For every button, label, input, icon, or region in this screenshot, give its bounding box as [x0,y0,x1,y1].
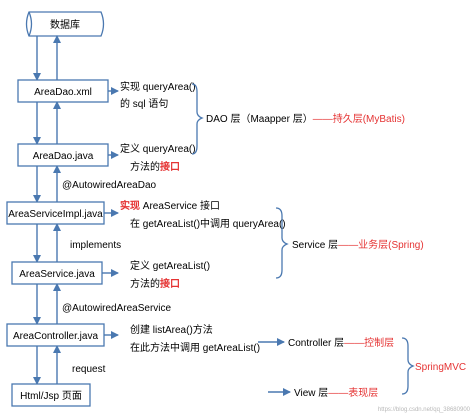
svg-text:AreaController.java: AreaController.java [13,331,98,342]
svg-text:AreaDao.java: AreaDao.java [33,151,94,162]
layer-dao: DAO 层（Maapper 层）——持久层(MyBatis) [206,112,405,125]
svg-text:AreaService.java: AreaService.java [19,269,95,280]
note-service: 定义 getAreaList() 方法的接口 [130,259,210,290]
node-area-service-impl: AreaServiceImpl.java [6,201,105,225]
svg-text:定义 queryArea(): 定义 queryArea() [120,142,196,155]
node-area-controller: AreaController.java [6,323,105,347]
layer-view: View 层——表现层 [294,386,378,399]
svg-text:Html/Jsp 页面: Html/Jsp 页面 [20,390,82,402]
annotation-autowired-dao: @AutowiredAreaDao [62,180,157,191]
layer-service: Service 层——业务层(Spring) [292,238,424,251]
note-controller: 创建 listArea()方法 在此方法中调用 getAreaList() [130,323,260,354]
svg-text:实现 queryArea(): 实现 queryArea() [120,80,196,93]
svg-text:方法的接口: 方法的接口 [130,160,180,173]
annotation-request: request [72,364,106,375]
flow-arrows [33,35,61,385]
layer-springmvc: SpringMVC [415,362,466,373]
svg-text:创建 listArea()方法: 创建 listArea()方法 [130,323,213,336]
brace-dao [191,83,204,155]
layer-controller: Controller 层——控制层 [288,336,394,349]
node-area-dao-xml: AreaDao.xml [17,79,109,103]
note-dao-xml: 实现 queryArea() 的 sql 语句 [120,80,196,110]
watermark: https://blog.csdn.net/qq_38680900 [378,407,471,413]
note-service-impl: 实现 AreaService 接口 在 getAreaList()中调用 que… [120,199,286,230]
brace-service [275,207,289,279]
svg-text:AreaServiceImpl.java: AreaServiceImpl.java [8,209,103,220]
node-area-dao-java: AreaDao.java [17,143,109,167]
svg-text:定义 getAreaList(): 定义 getAreaList() [130,259,210,272]
svg-text:方法的接口: 方法的接口 [130,277,180,290]
svg-text:的 sql 语句: 的 sql 语句 [120,97,168,110]
note-dao-java: 定义 queryArea() 方法的接口 [120,142,196,173]
svg-text:在 getAreaList()中调用 queryArea(): 在 getAreaList()中调用 queryArea() [130,217,286,230]
node-html-jsp: Html/Jsp 页面 [11,383,91,407]
database-node: 数据库 [25,11,105,37]
note-arrows [102,87,291,396]
svg-text:在此方法中调用 getAreaList(): 在此方法中调用 getAreaList() [130,341,260,354]
brace-springmvc [401,337,415,395]
annotation-implements: implements [70,240,121,251]
node-area-service: AreaService.java [11,261,103,285]
svg-text:AreaDao.xml: AreaDao.xml [34,87,92,98]
svg-text:实现 AreaService 接口: 实现 AreaService 接口 [120,199,220,212]
database-label: 数据库 [50,18,80,31]
annotation-autowired-service: @AutowiredAreaService [62,303,172,314]
